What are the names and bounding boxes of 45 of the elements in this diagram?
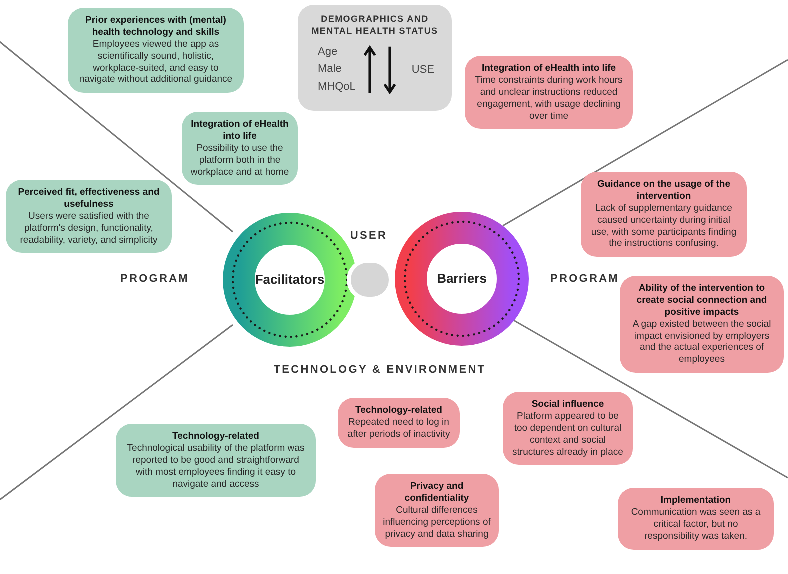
finding-card [581, 172, 747, 258]
card-heading: Technology-related [354, 405, 444, 417]
ring-label: Barriers [437, 270, 487, 288]
status-item: Male [318, 63, 343, 78]
card-text: Platform appeared to be too dependent on cultural context and social structures already in place [512, 410, 624, 458]
card-text: Repeated need to log in after periods of inactivity [346, 416, 452, 441]
card-heading: Ability of the intervention to create social connection and positive impacts [636, 283, 768, 319]
card-text: Communication was seen as a critical factor, but no responsibility was taken. [630, 506, 762, 542]
card-heading: Privacy and confidentiality [404, 481, 470, 505]
card-text: Possibility to use the platform both in the workplace and at home [190, 142, 290, 178]
section-label: USER [350, 229, 388, 244]
card-text: Time constraints during work hours and unclear instructions reduced engagement, with usage declining over time [474, 74, 624, 122]
section-label: PROGRAM [550, 272, 620, 287]
card-heading: DEMOGRAPHICS AND MENTAL HEALTH STATUS [310, 13, 440, 38]
card-text: Employees viewed the app as scientifically sound, holistic, workplace-suited, and easy to navigate without additional guidance [78, 38, 234, 86]
card-heading: Technology-related [172, 431, 260, 443]
card-text: Technological usability of the platform was reported to be good and straightforward with most employees finding it easy to navigate and access [126, 442, 306, 490]
finding-card [618, 488, 774, 550]
card-heading: Implementation [660, 495, 732, 507]
card-text: Lack of supplementary guidance caused uncertainty during initial use, with some participants finding the instructions confusing. [590, 202, 738, 250]
card-heading: Integration of eHealth into life [480, 63, 618, 75]
status-item: USE [412, 63, 435, 78]
section-label: TECHNOLOGY & ENVIRONMENT [274, 363, 486, 378]
finding-card [6, 180, 172, 254]
finding-card [68, 8, 244, 94]
card-heading: Prior experiences with (mental) health technology and skills [84, 15, 228, 39]
finding-card [338, 398, 460, 448]
card-heading: Social influence [530, 399, 606, 411]
status-item: MHQoL [318, 81, 356, 95]
finding-card [503, 392, 633, 466]
finding-card [375, 474, 499, 548]
finding-card [620, 276, 784, 374]
status-item: Age [318, 46, 339, 60]
card-heading: Perceived fit, effectiveness and usefulness [17, 187, 161, 211]
card-heading: Guidance on the usage of the intervention [596, 179, 732, 203]
card-text: A gap existed between the social impact envisioned by employers and the actual experiences of employees [632, 318, 772, 366]
card-text: Cultural differences influencing perceptions of privacy and data sharing [383, 504, 491, 540]
finding-card [465, 56, 633, 130]
finding-card [182, 112, 298, 186]
card-text: Users were satisfied with the platform's design, functionality, readability, variety, and simplicity [19, 210, 159, 246]
section-label: PROGRAM [120, 272, 190, 287]
status-card [298, 5, 452, 111]
finding-card [116, 424, 316, 498]
card-heading: Integration of eHealth into life [190, 119, 290, 143]
ring-label: Facilitators [255, 271, 325, 290]
